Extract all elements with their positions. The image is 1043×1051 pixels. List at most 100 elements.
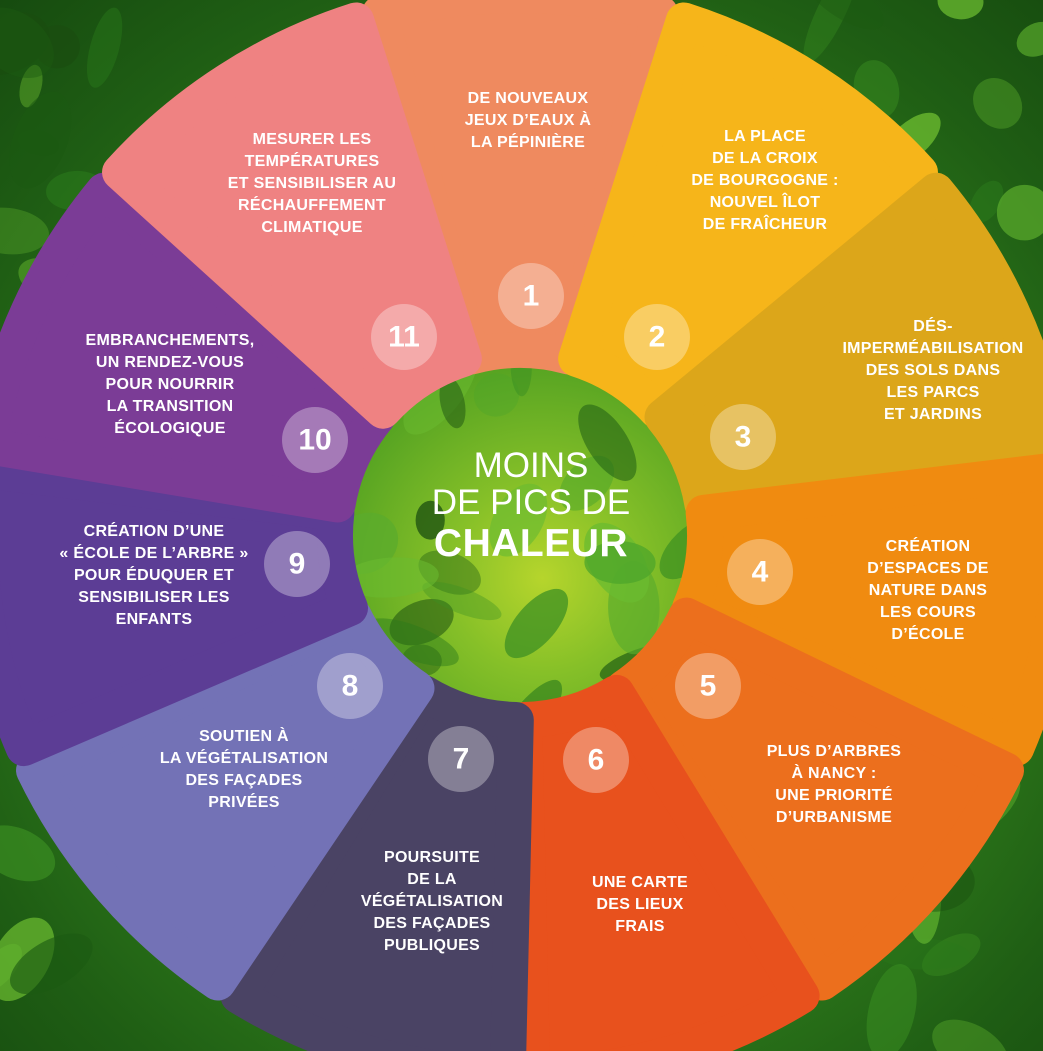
segment-label-line: DE LA CROIX: [712, 150, 818, 167]
segment-number-badge: [428, 726, 494, 792]
segment-label-line: UNE PRIORITÉ: [775, 785, 892, 804]
segment-label-line: D’ÉCOLE: [891, 624, 964, 643]
center-title: MOINS DE PICS DE CHALEUR: [381, 446, 681, 564]
leaf-shape: [19, 64, 43, 108]
leaf-shape: [86, 7, 123, 88]
segment-number-badge: [282, 407, 348, 473]
leaf-shape: [921, 933, 981, 977]
leaf-shape: [866, 964, 917, 1051]
segment-label-line: ÉCOLOGIQUE: [114, 418, 225, 437]
segment-number: 11: [388, 321, 420, 354]
segment-number-badge: [371, 304, 437, 370]
segment-label-line: EMBRANCHEMENTS,: [86, 332, 255, 349]
segment-label-line: NATURE DANS: [869, 582, 988, 599]
segment-label-line: UN RENDEZ-VOUS: [96, 354, 244, 371]
segment-label-line: D’ESPACES DE: [867, 560, 989, 577]
segment-label-line: ENFANTS: [116, 611, 193, 628]
segment-shape: [558, 2, 938, 429]
segment-number: 9: [289, 548, 306, 581]
leaf-shape: [0, 207, 49, 255]
segment-label-line: ET JARDINS: [884, 406, 982, 423]
segment-shape: [16, 597, 435, 1001]
segment-label-line: JEUX D’EAUX À: [465, 110, 592, 129]
leaf-shape: [937, 0, 984, 20]
segment-label-line: POURSUITE: [384, 849, 480, 866]
segment-label-line: « ÉCOLE DE L’ARBRE »: [59, 543, 248, 562]
segment-number-badge: [498, 263, 564, 329]
leaf-shape: [973, 78, 1023, 129]
segment-label: CRÉATION D’ESPACES DE NATURE DANS LES COURS…: [867, 536, 989, 643]
segment-shape: [605, 597, 1024, 1001]
segment-label-line: DES LIEUX: [596, 896, 683, 913]
segment-number-badge: [675, 653, 741, 719]
segment-number-badge: [710, 404, 776, 470]
center-title-line-2: DE PICS DE: [431, 482, 631, 522]
center-title-line-1: MOINS: [473, 446, 589, 485]
segment-label: EMBRANCHEMENTS, UN RENDEZ-VOUS POUR NOURRI…: [86, 332, 255, 437]
segment-label-line: RÉCHAUFFEMENT: [238, 195, 386, 214]
leaf-shape: [9, 91, 72, 189]
leaf-shape: [439, 376, 466, 429]
segment-label-line: DE FRAÎCHEUR: [703, 214, 828, 233]
leaf-shape: [932, 1019, 1009, 1051]
segment-shape: [0, 454, 369, 767]
leaf-shape: [804, 0, 884, 30]
segment-label-line: DE LA: [407, 871, 457, 888]
leaf-shape: [0, 7, 54, 79]
segment-number-badge: [727, 539, 793, 605]
segment-number: 8: [342, 670, 359, 703]
segment-label-line: LA TRANSITION: [107, 398, 234, 415]
segment-number: 5: [700, 670, 717, 703]
segment-number-badge: [317, 653, 383, 719]
segment-label-line: DES SOLS DANS: [866, 362, 1001, 379]
leaf-shape: [578, 404, 637, 481]
leaf-shape: [364, 618, 459, 667]
segment-label-line: LA VÉGÉTALISATION: [160, 748, 328, 767]
segment-label-line: POUR NOURRIR: [106, 376, 235, 393]
wheel-segment-4: 4 CRÉATION D’ESPACES DE NATURE DANS LES COUR…: [671, 453, 1043, 767]
leaf-shape: [803, 0, 859, 63]
segment-label-line: LES PARCS: [886, 384, 979, 401]
segment-number-badge: [563, 727, 629, 793]
segment-label-line: DE NOUVEAUX: [468, 90, 589, 107]
segment-number: 1: [523, 280, 540, 313]
segment-number: 7: [453, 743, 470, 776]
segment-label-line: UNE CARTE: [592, 874, 688, 891]
segment-label: DE NOUVEAUX JEUX D’EAUX À LA PÉPINIÈRE: [465, 90, 592, 151]
segment-label-line: LA PÉPINIÈRE: [471, 132, 585, 151]
segment-label-line: TEMPÉRATURES: [245, 151, 380, 170]
leaf-shape: [876, 938, 971, 970]
segment-shape: [671, 453, 1043, 767]
segment-number: 2: [649, 321, 666, 354]
leaf-shape: [0, 825, 56, 882]
segment-label-line: PUBLIQUES: [384, 937, 480, 954]
segment-label-line: PLUS D’ARBRES: [767, 743, 902, 760]
segment-label-line: LES COURS: [880, 604, 976, 621]
segment-label-line: ET SENSIBILISER AU: [228, 175, 396, 192]
segment-label-line: LA PLACE: [724, 128, 806, 145]
leaf-shape: [473, 373, 520, 417]
leaf-shape: [422, 581, 502, 621]
leaf-shape: [389, 599, 454, 646]
segment-label-line: DÉS-: [913, 316, 952, 335]
segment-label-line: À NANCY :: [791, 763, 876, 782]
segment-label-line: NOUVEL ÎLOT: [710, 192, 821, 211]
leaf-shape: [9, 933, 93, 995]
segment-number: 4: [752, 556, 769, 589]
leaf-shape: [1016, 21, 1043, 57]
segment-number: 3: [735, 421, 752, 454]
segment-label-line: CRÉATION: [886, 536, 971, 555]
